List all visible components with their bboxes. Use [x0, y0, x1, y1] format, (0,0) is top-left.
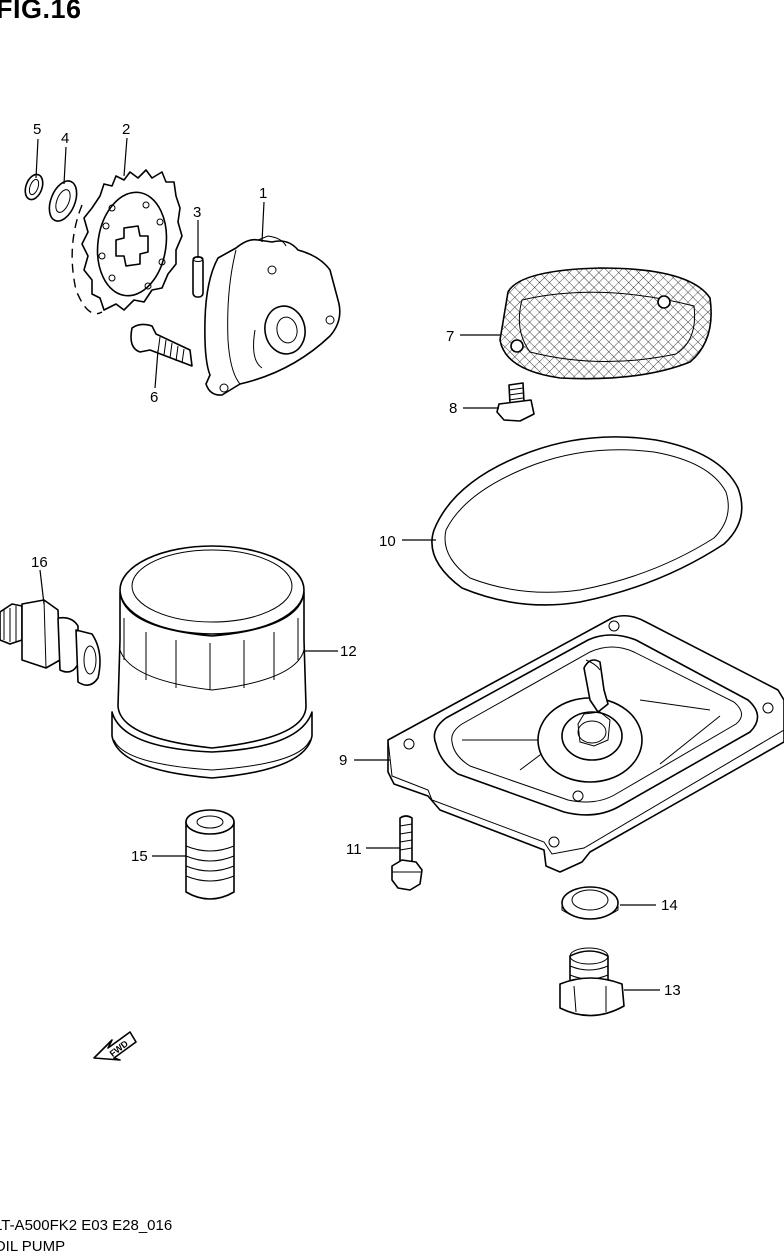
pump-bolt-part: [130, 323, 193, 367]
callout-6: 6: [150, 389, 158, 406]
callout-1: 1: [259, 185, 267, 202]
footer-section-name: OIL PUMP: [0, 1238, 66, 1255]
dowel-pin-part: [192, 256, 204, 298]
callout-10: 10: [379, 533, 396, 550]
washer-part: [48, 180, 78, 222]
sprocket-part: [71, 169, 183, 315]
forward-direction-arrow: FWD: [93, 1031, 137, 1061]
callout-2: 2: [122, 121, 130, 138]
callout-12: 12: [340, 643, 357, 660]
figure-title: FIG.16: [0, 0, 82, 24]
callout-8: 8: [449, 400, 457, 417]
callout-16: 16: [31, 554, 48, 571]
callout-5: 5: [33, 121, 41, 138]
callout-11: 11: [346, 841, 362, 858]
filter-sleeve-part: [185, 809, 235, 900]
circlip-part: [24, 173, 44, 201]
drain-plug-part: [559, 947, 625, 1017]
strainer-bolt-part: [496, 382, 535, 422]
sealing-washer-part: [561, 886, 619, 920]
callout-9: 9: [339, 752, 347, 769]
oil-pan-part: [387, 614, 784, 873]
callout-4: 4: [61, 130, 69, 147]
oil-pressure-switch-part: [0, 599, 101, 686]
pan-bolt-part: [391, 815, 423, 891]
callout-14: 14: [661, 897, 678, 914]
callout-3: 3: [193, 204, 201, 221]
callout-13: 13: [664, 982, 681, 999]
callout-labels: 5 4 2 3 1 6 7 8 10 16 12 9 11 15 14 13: [31, 121, 681, 999]
footer-model-code: LT-A500FK2 E03 E28_016: [0, 1217, 173, 1234]
callout-7: 7: [446, 328, 454, 345]
oil-strainer-part: [499, 267, 712, 380]
oil-pump-body-part: [204, 235, 341, 396]
callout-15: 15: [131, 848, 148, 865]
oil-filter-part: [111, 545, 313, 779]
gasket-part: [431, 436, 743, 606]
leader-lines: [35, 137, 660, 991]
